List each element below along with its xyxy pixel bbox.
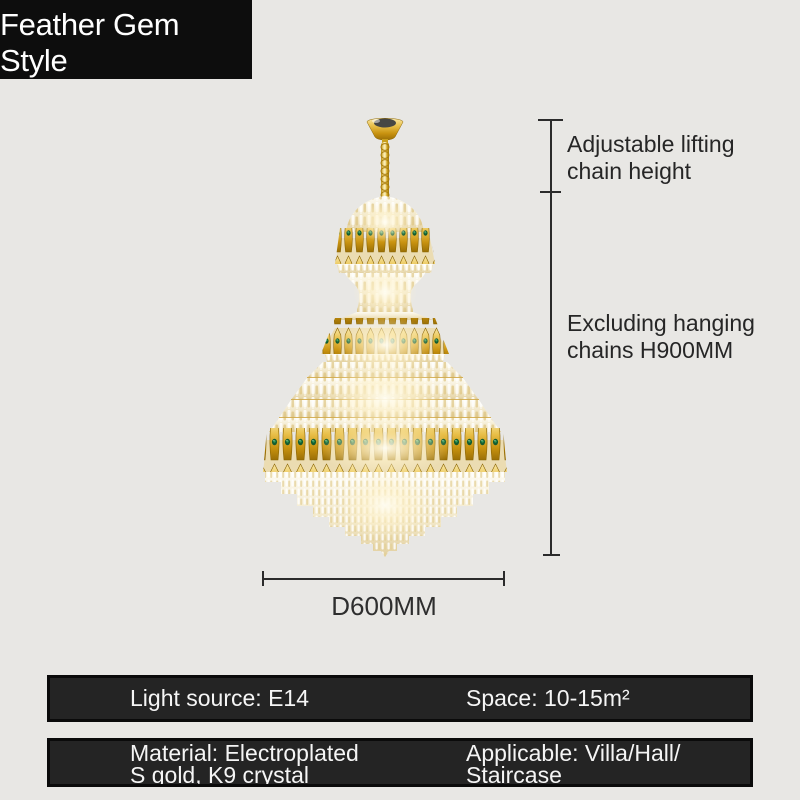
spec-light-source-text: Light source: E14: [130, 684, 310, 711]
spec-material-line1: Material: Electroplated: [130, 740, 359, 766]
dimension-tick-right: [503, 571, 505, 586]
spec-material-line2: S gold, K9 crystal: [130, 761, 309, 787]
spec-material: Material: Electroplated S gold, K9 cryst…: [130, 740, 359, 787]
hanging-chain: [380, 142, 390, 200]
light-glow: [319, 202, 451, 539]
spec-light-source: Light source: E14: [130, 684, 310, 711]
horizontal-dimension-line: [263, 578, 505, 580]
style-label: Feather Gem Style: [0, 0, 252, 79]
dimension-tick-middle: [540, 191, 561, 193]
style-label-text: Feather Gem Style: [0, 6, 180, 78]
spec-applicable-line2: Staircase: [466, 761, 562, 787]
dimension-tick-left: [262, 571, 264, 586]
dimension-tick-top: [538, 119, 563, 121]
spec-bar-1: Light source: E14 Space: 10-15m²: [47, 675, 753, 722]
lifting-chain-annotation: Adjustable lifting chain height: [567, 131, 735, 184]
vertical-dimension-line: [550, 119, 552, 555]
spec-bar-2: Material: Electroplated S gold, K9 cryst…: [47, 738, 753, 787]
spec-applicable: Applicable: Villa/Hall/ Staircase: [466, 740, 681, 787]
dimension-tick-bottom: [543, 554, 560, 556]
spec-applicable-line1: Applicable: Villa/Hall/: [466, 740, 681, 766]
ceiling-canopy: [366, 118, 404, 145]
hanging-chain-annotation: Excluding hanging chains H900MM: [567, 310, 755, 363]
chandelier-image: [263, 118, 507, 557]
spec-space-text: Space: 10-15m²: [466, 684, 630, 711]
diameter-label: D600MM: [331, 591, 437, 621]
spec-space: Space: 10-15m²: [466, 684, 630, 711]
